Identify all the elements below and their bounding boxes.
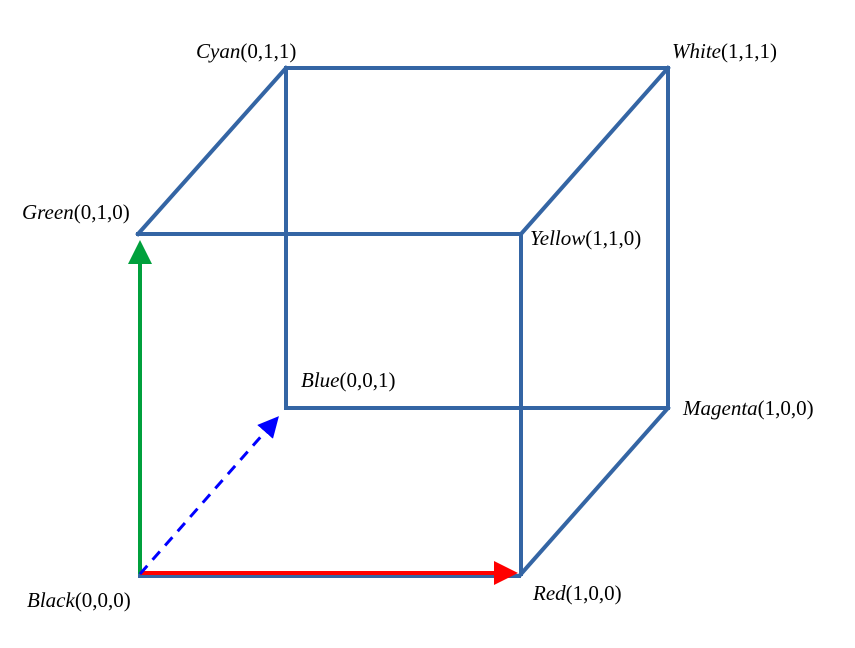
vertex-label-blue: Blue(0,0,1) xyxy=(301,368,395,392)
vertex-label-yellow: Yellow(1,1,0) xyxy=(530,226,641,250)
vertex-label-magenta: Magenta(1,0,0) xyxy=(682,396,814,420)
vertex-label-white: White(1,1,1) xyxy=(672,39,777,63)
edge-green-cyan xyxy=(135,65,289,237)
vertex-label-cyan: Cyan(0,1,1) xyxy=(196,39,296,63)
vertex-label-green: Green(0,1,0) xyxy=(22,200,130,224)
edge-yellow-white xyxy=(518,65,671,237)
vertex-label-red: Red(1,0,0) xyxy=(532,581,622,605)
blue-axis-arrow xyxy=(138,416,279,575)
edge-red-magenta xyxy=(518,405,671,577)
vertex-label-black: Black(0,0,0) xyxy=(27,588,131,612)
